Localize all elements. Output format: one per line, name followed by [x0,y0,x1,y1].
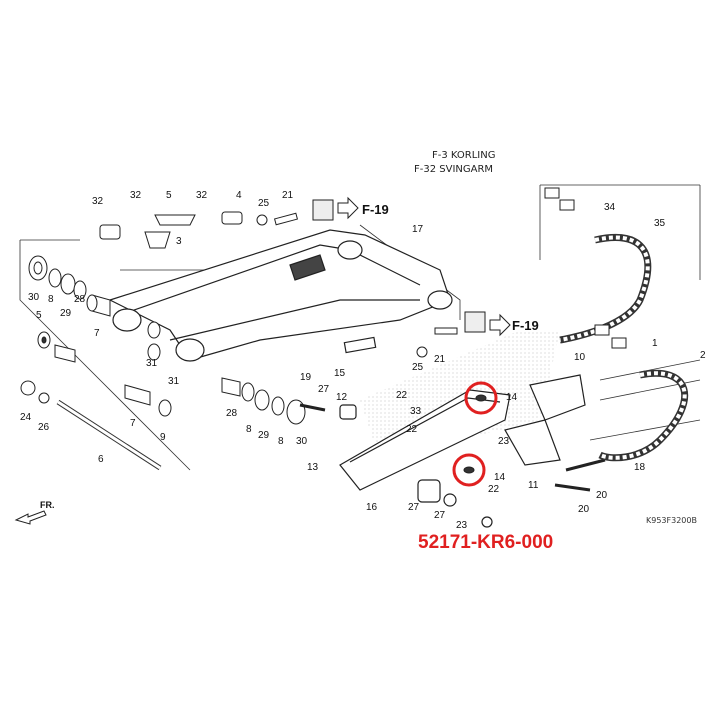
top-parts [99,199,486,358]
callout-32: 32 [130,190,142,201]
callout-27: 27 [408,502,420,513]
part-number: 52171-KR6-000 [418,532,554,553]
swingarm [108,229,453,362]
callout-15: 15 [334,368,346,379]
callout-5: 5 [36,310,42,321]
callout-27: 27 [434,510,446,521]
callout-9: 9 [160,432,166,443]
callout-5: 5 [166,190,172,201]
highlight-circles [452,381,498,487]
callout-8: 8 [278,436,284,447]
callout-23: 23 [498,436,510,447]
callout-16: 16 [366,502,378,513]
front-label: FR. [40,500,55,510]
callout-20: 20 [578,504,590,515]
callout-24: 24 [20,412,32,423]
callout-2: 2 [700,350,706,361]
callout-35: 35 [654,218,666,229]
chain-guide [299,374,606,528]
diagram-title: F-32 SVINGARM [414,164,494,175]
callout-27: 27 [318,384,330,395]
callout-21: 21 [282,190,294,201]
callout-26: 26 [38,422,50,433]
callout-3: 3 [176,236,182,247]
callout-29: 29 [60,308,72,319]
callout-30: 30 [28,292,40,303]
callout-31: 31 [168,376,180,387]
front-arrow-icon [14,510,47,525]
callout-33: 33 [410,406,422,417]
callout-20: 20 [596,490,608,501]
callout-25: 25 [258,198,270,209]
callout-1: 1 [652,338,658,349]
callout-19: 19 [300,372,312,383]
callout-30: 30 [296,436,308,447]
callout-22: 22 [488,484,500,495]
ref-arrows [337,196,511,337]
callout-14: 14 [494,472,506,483]
callout-13: 13 [307,462,319,473]
callout-34: 34 [604,202,616,213]
callout-31: 31 [146,358,158,369]
ref-f19-top: F-19 [362,202,389,217]
callout-11: 11 [528,480,539,491]
highlight-parts [463,394,487,474]
callout-12: 12 [336,392,348,403]
callout-22: 22 [406,424,418,435]
ref-f19-mid: F-19 [512,318,539,333]
callout-28: 28 [74,294,86,305]
callout-8: 8 [48,294,54,305]
callout-4: 4 [236,190,242,201]
callout-10: 10 [574,352,586,363]
callout-17: 17 [412,224,424,235]
callout-32: 32 [196,190,208,201]
callout-14: 14 [506,392,518,403]
drawing-code: K953F3200B [646,516,697,525]
callout-28: 28 [226,408,238,419]
left-parts [20,255,306,471]
callout-25: 25 [412,362,424,373]
diagram-title-top: F-3 KORLING [432,150,496,161]
drive-chain [544,187,689,462]
callout-18: 18 [634,462,646,473]
callout-8: 8 [246,424,252,435]
callout-32: 32 [92,196,104,207]
callout-7: 7 [130,418,136,429]
callout-23: 23 [456,520,468,531]
callout-7: 7 [94,328,100,339]
callout-22: 22 [396,390,408,401]
callout-29: 29 [258,430,270,441]
callout-21: 21 [434,354,446,365]
callout-6: 6 [98,454,104,465]
